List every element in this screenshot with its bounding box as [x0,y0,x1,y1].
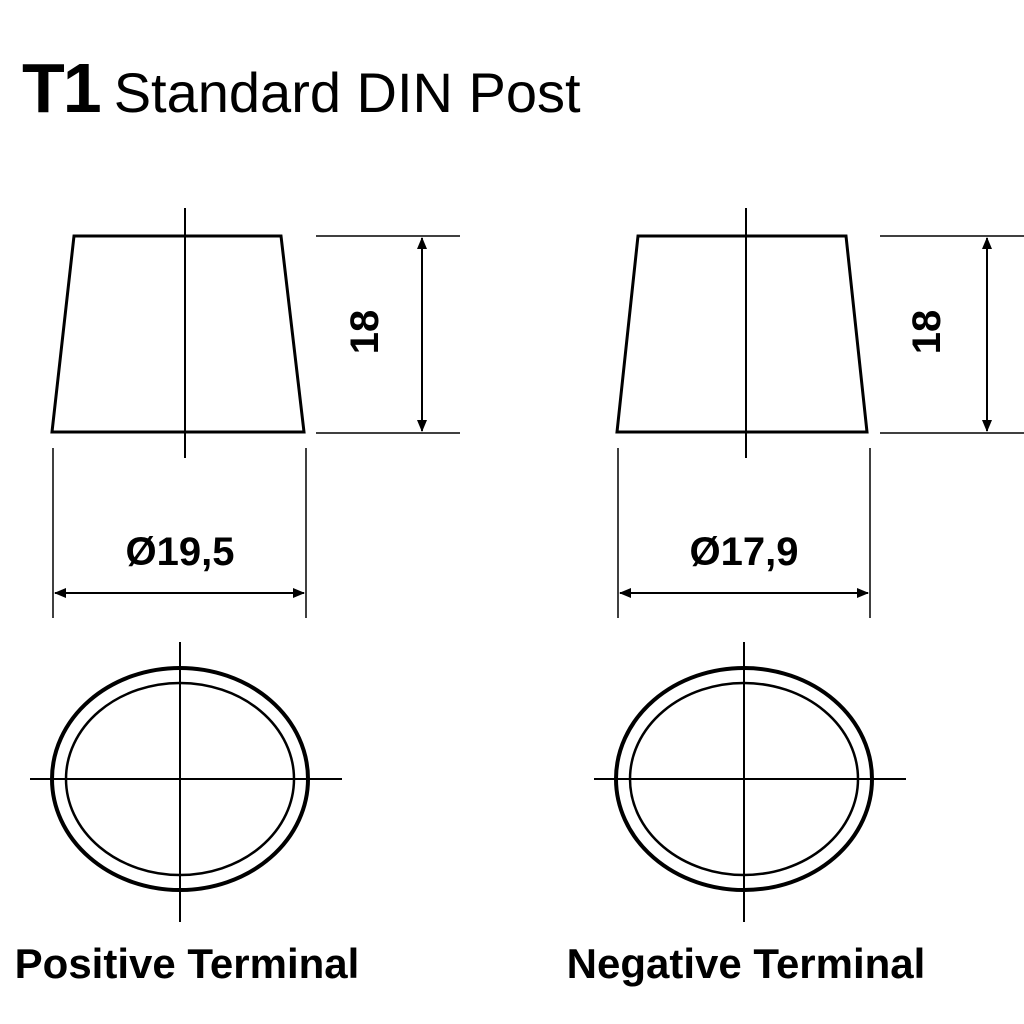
positive-post-outline [50,234,306,434]
positive-terminal-side-view [50,208,306,458]
negative-post-outline [615,234,869,434]
positive-height-dimension: 18 [316,235,460,434]
positive-height-label: 18 [343,310,387,355]
negative-terminal-top-view [594,642,906,922]
negative-height-label: 18 [905,310,949,355]
negative-diameter-dimension: Ø17,9 [617,448,871,618]
negative-terminal-caption: Negative Terminal [567,940,926,987]
negative-diameter-label: Ø17,9 [690,530,799,574]
positive-diameter-label: Ø19,5 [126,530,235,574]
negative-height-dimension: 18 [880,235,1024,434]
negative-terminal-side-view [615,208,869,458]
positive-diameter-dimension: Ø19,5 [52,448,307,618]
title-name: Standard DIN Post [113,61,581,124]
title-code: T1 [22,49,102,127]
positive-terminal-top-view [30,642,342,922]
positive-terminal-caption: Positive Terminal [15,940,360,987]
